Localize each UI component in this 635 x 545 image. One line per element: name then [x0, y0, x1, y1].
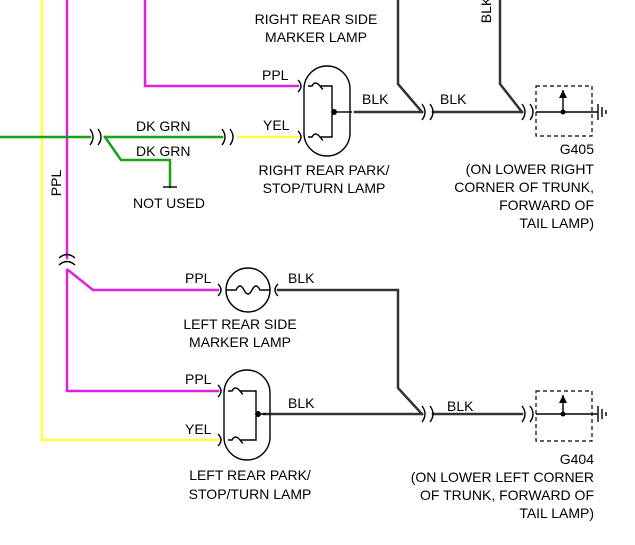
dk-grn-wire-not-used [103, 135, 172, 189]
blk-label-right-park: BLK [362, 91, 389, 107]
blk-label-g405: BLK [440, 91, 467, 107]
yel-label-right-park: YEL [263, 117, 290, 133]
blk-label-g404: BLK [447, 398, 474, 414]
ppl-label-right-park: PPL [262, 67, 289, 83]
right-side-marker-label-2: MARKER LAMP [265, 29, 367, 45]
blk-wire-top-2 [498, 0, 524, 114]
blk-wire-top-1 [396, 0, 424, 114]
top-blk-label: BLK [478, 0, 494, 23]
yel-wire-left-vertical [40, 0, 220, 442]
blk-label-left-park: BLK [288, 395, 315, 411]
left-side-marker-label-2: MARKER LAMP [189, 334, 291, 350]
g404-label-4: TAIL LAMP) [519, 505, 594, 521]
dk-grn-label-2: DK GRN [136, 143, 190, 159]
connector-marks [58, 79, 534, 447]
right-park-label-1: RIGHT REAR PARK/ [259, 162, 390, 178]
left-side-marker-label-1: LEFT REAR SIDE [183, 316, 296, 332]
left-park-label-1: LEFT REAR PARK/ [189, 467, 311, 483]
left-rear-park-lamp [223, 369, 271, 461]
left-rear-side-marker-lamp [225, 267, 271, 313]
blk-label-left-marker: BLK [288, 270, 315, 286]
g404-ground-symbol [535, 390, 607, 442]
left-park-label-2: STOP/TURN LAMP [189, 486, 312, 502]
g405-label-5: TAIL LAMP) [519, 215, 594, 231]
ppl-label-vertical: PPL [48, 170, 64, 197]
ppl-wire-to-left-park [65, 268, 220, 393]
right-park-label-2: STOP/TURN LAMP [263, 180, 386, 196]
right-rear-park-lamp [303, 65, 352, 157]
dk-grn-label-1: DK GRN [136, 118, 190, 134]
ppl-label-left-park: PPL [185, 371, 212, 387]
g404-label-2: (ON LOWER LEFT CORNER [411, 469, 594, 485]
g404-label-3: OF TRUNK, FORWARD OF [420, 487, 594, 503]
g405-label-2: (ON LOWER RIGHT [466, 161, 595, 177]
ppl-wire-to-right-park [143, 0, 300, 88]
g405-label-1: G405 [560, 141, 594, 157]
g405-label-3: CORNER OF TRUNK, [454, 179, 594, 195]
yel-label-left-park: YEL [185, 421, 212, 437]
not-used-label: NOT USED [133, 195, 205, 211]
ppl-wire-to-left-marker [66, 268, 220, 292]
ppl-label-left-marker: PPL [185, 270, 212, 286]
g405-label-4: FORWARD OF [499, 197, 594, 213]
g405-ground-symbol [535, 85, 607, 137]
blk-wire-left-marker [276, 288, 424, 416]
right-side-marker-label-1: RIGHT REAR SIDE [255, 11, 378, 27]
g404-label-1: G404 [560, 451, 594, 467]
